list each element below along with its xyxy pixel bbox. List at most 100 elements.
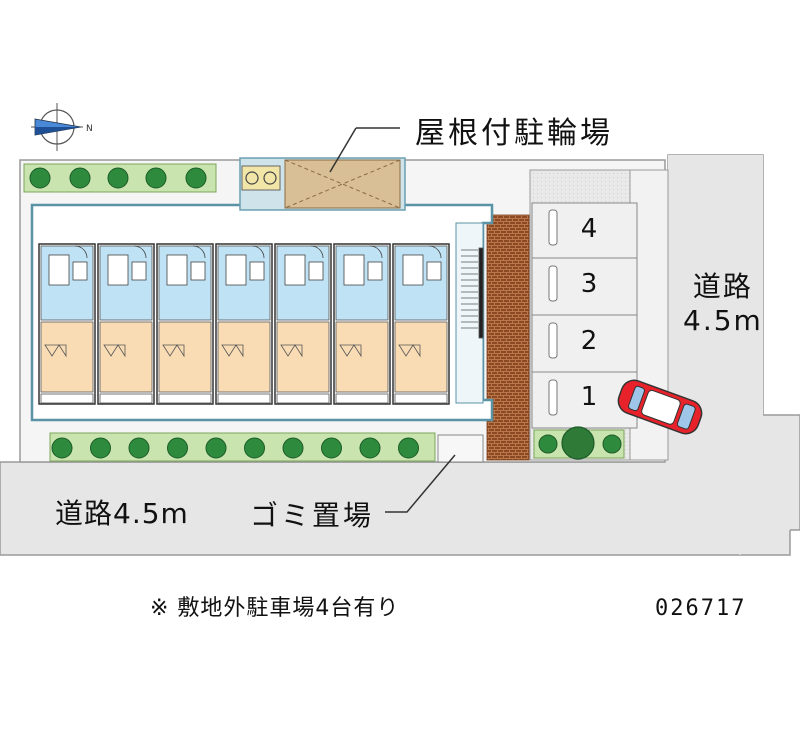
unit-closet [221, 344, 244, 358]
unit-balcony [335, 393, 389, 404]
apartment-unit [97, 243, 155, 405]
shrub [185, 167, 207, 189]
unit-closet [44, 344, 67, 358]
parking-space-number-4: 4 [580, 214, 598, 244]
unit-fixtures [343, 254, 365, 286]
bike-icon [245, 171, 259, 185]
unit-closet [162, 344, 185, 358]
shrub [602, 434, 622, 454]
unit-fixtures [107, 254, 129, 286]
apartment-unit [333, 243, 391, 405]
unit-fixtures [225, 254, 247, 286]
unit-closet [339, 344, 362, 358]
unit-fixtures [402, 254, 424, 286]
shrub [29, 167, 51, 189]
unit-closet [398, 344, 421, 358]
road-bottom-label: 道路4.5m [55, 497, 189, 530]
apartment-unit [38, 243, 96, 405]
unit-balcony [158, 393, 212, 404]
garbage-area-label: ゴミ置場 [250, 499, 375, 532]
unit-closet [103, 344, 126, 358]
unit-fixtures [426, 261, 442, 281]
unit-room [335, 321, 389, 393]
apartment-building [30, 203, 494, 422]
bike-icon [263, 171, 277, 185]
shrub [51, 437, 73, 459]
unit-fixtures [72, 261, 88, 281]
unit-balcony [276, 393, 330, 404]
unit-balcony [40, 393, 94, 404]
apartment-unit [392, 243, 450, 405]
shrub [90, 437, 111, 459]
brick-path [486, 214, 530, 461]
shrub [282, 437, 304, 459]
unit-fixtures [249, 261, 265, 281]
apartment-unit [215, 243, 273, 405]
corridor [455, 222, 484, 404]
staircase [461, 247, 484, 339]
road-right-label-line2: 4.5m [683, 304, 763, 337]
shrub [321, 437, 342, 459]
unit-balcony [394, 393, 448, 404]
north-arrow-icon: N [31, 103, 93, 151]
road-right-label-line1: 道路 [692, 270, 753, 303]
unit-fixtures [284, 254, 306, 286]
shrub [205, 437, 227, 459]
unit-balcony [99, 393, 153, 404]
svg-text:N: N [86, 124, 93, 134]
unit-fixtures [308, 261, 324, 281]
unit-room [394, 321, 448, 393]
unit-fixtures [166, 254, 188, 286]
covered-bicycle-parking-label: 屋根付駐輪場 [415, 116, 613, 151]
shrub [128, 437, 150, 459]
shrub [398, 437, 419, 459]
shrub [538, 434, 558, 454]
unit-room [40, 321, 94, 393]
unit-door-icon [310, 245, 324, 259]
road-right-label: 道路 4.5m [683, 270, 763, 338]
unit-door-icon [74, 245, 88, 259]
shrub [167, 437, 188, 459]
shrub [244, 437, 265, 459]
unit-fixtures [131, 261, 147, 281]
shrub [69, 167, 91, 189]
unit-room [276, 321, 330, 393]
offsite-parking-note: ※ 敷地外駐車場4台有り [150, 596, 400, 621]
unit-balcony [217, 393, 271, 404]
wheel-stop [548, 322, 558, 359]
parking-space-number-2: 2 [580, 326, 598, 356]
unit-fixtures [48, 254, 70, 286]
wheel-stop [548, 265, 558, 302]
bike-rack [241, 165, 281, 191]
wheel-stop [548, 379, 558, 416]
wheel-stop [548, 209, 558, 246]
unit-door-icon [428, 245, 442, 259]
unit-door-icon [251, 245, 265, 259]
roads [0, 154, 800, 556]
unit-fixtures [190, 261, 206, 281]
unit-fixtures [367, 261, 383, 281]
shrub [359, 437, 381, 459]
property-code: 026717 [655, 596, 747, 621]
units [38, 243, 450, 405]
unit-room [158, 321, 212, 393]
unit-room [217, 321, 271, 393]
unit-door-icon [192, 245, 206, 259]
unit-door-icon [133, 245, 147, 259]
covered-bicycle-parking [239, 127, 406, 211]
shrub [145, 167, 167, 189]
apartment-unit [274, 243, 332, 405]
parking-space-number-1: 1 [580, 382, 598, 412]
shrub [107, 167, 129, 189]
red-car-icon [617, 379, 703, 435]
tree [561, 426, 595, 460]
apartment-unit [156, 243, 214, 405]
garbage-area [385, 434, 484, 513]
garbage-box [437, 434, 484, 463]
unit-door-icon [369, 245, 383, 259]
bike-roof [284, 159, 401, 209]
unit-room [99, 321, 153, 393]
unit-closet [280, 344, 303, 358]
